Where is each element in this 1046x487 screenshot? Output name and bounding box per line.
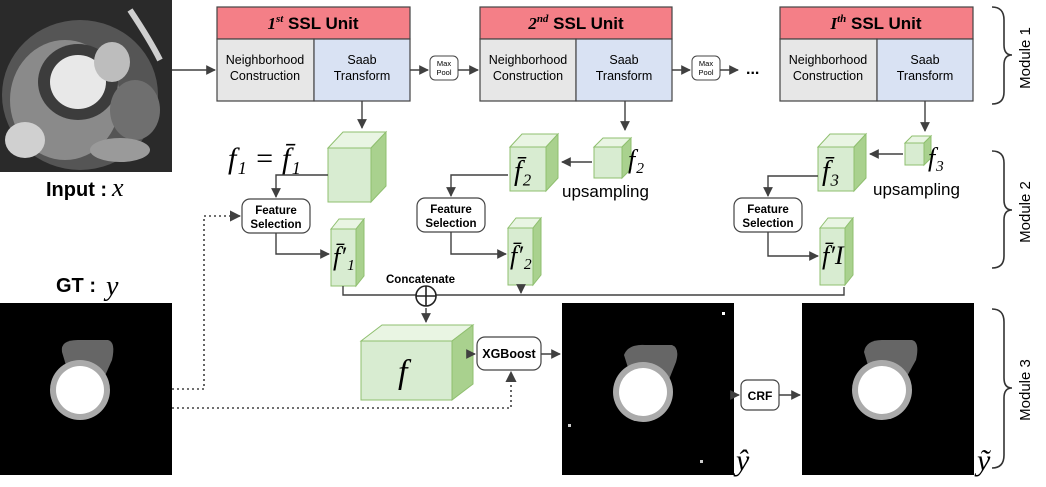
crf-box: CRF — [740, 379, 780, 411]
ssl-unit-2-neighborhood: Neighborhood — [489, 53, 568, 67]
concatenate-op — [415, 285, 437, 307]
label-f2bar: f̄₂ — [514, 156, 532, 187]
module-braces — [991, 6, 1013, 469]
label-f3bar: f̄₃ — [822, 156, 840, 187]
upsampling-label-3: upsampling — [873, 180, 960, 199]
label-f3: f₃ — [928, 143, 944, 172]
label-ytilde: ỹ — [974, 444, 991, 477]
cube-f2bar — [508, 132, 560, 193]
label-f2: f₂ — [628, 145, 644, 174]
module3-arrows — [466, 349, 801, 400]
ssl-unit-i-title: Ith SSL Unit — [829, 13, 921, 33]
prediction-image — [562, 303, 734, 475]
gt-var: y — [103, 271, 119, 302]
svg-text:Feature: Feature — [747, 204, 789, 216]
module1-arrows — [172, 65, 930, 132]
ssl-unit-i-neighborhood: Neighborhood — [789, 53, 868, 67]
ssl-unit-2: 2nd SSL Unit Neighborhood Construction S… — [479, 6, 673, 102]
ssl-unit-i: Ith SSL Unit Neighborhood Construction S… — [779, 6, 974, 102]
ellipsis: ... — [746, 61, 759, 78]
svg-text:Feature: Feature — [430, 204, 472, 216]
gt-label: GT : — [56, 275, 96, 297]
ssl-unit-2-saab: Saab — [609, 53, 638, 67]
cube-f3 — [903, 134, 933, 167]
svg-text:Feature: Feature — [255, 205, 297, 217]
module-2-label: Module 2 — [1017, 181, 1034, 243]
feature-selection-1: Feature Selection — [241, 198, 311, 234]
module-1-label: Module 1 — [1017, 27, 1034, 89]
input-var: x — [111, 173, 124, 202]
svg-text:CRF: CRF — [748, 389, 773, 403]
gt-dotted-arrows — [172, 210, 517, 409]
input-image — [0, 0, 172, 172]
svg-text:Selection: Selection — [742, 218, 793, 230]
svg-text:XGBoost: XGBoost — [482, 347, 536, 361]
svg-text:Pool: Pool — [698, 68, 713, 77]
input-label: Input : — [46, 179, 107, 201]
svg-text:Pool: Pool — [436, 68, 451, 77]
ground-truth-image — [0, 303, 172, 475]
svg-text:Transform: Transform — [596, 69, 653, 83]
maxpool-2: Max Pool — [691, 55, 721, 81]
ssl-unit-1-neighborhood: Neighborhood — [226, 53, 305, 67]
label-f1prime: f̄′₁ — [333, 242, 355, 271]
ssl-unit-i-saab: Saab — [910, 53, 939, 67]
cube-f1 — [326, 130, 388, 204]
label-f1-eq: f₁ = f̄₁ — [228, 142, 301, 175]
ssl-unit-2-title: 2nd SSL Unit — [527, 13, 624, 33]
svg-text:Selection: Selection — [250, 219, 301, 231]
ssl-unit-1: 1st SSL Unit Neighborhood Construction S… — [216, 6, 411, 102]
concatenate-label: Concatenate — [386, 274, 455, 286]
svg-text:Max: Max — [437, 59, 451, 68]
svg-text:Construction: Construction — [230, 69, 300, 83]
xgboost-box: XGBoost — [476, 336, 542, 371]
upsampling-label-2: upsampling — [562, 182, 649, 201]
ssl-unit-1-saab: Saab — [347, 53, 376, 67]
feature-selection-3: Feature Selection — [733, 197, 803, 233]
svg-text:Selection: Selection — [425, 218, 476, 230]
svg-text:Max: Max — [699, 59, 713, 68]
maxpool-1: Max Pool — [429, 55, 459, 81]
label-fIprime: f̄′I — [822, 241, 845, 270]
svg-text:Transform: Transform — [897, 69, 954, 83]
svg-text:Construction: Construction — [493, 69, 563, 83]
feature-selection-2: Feature Selection — [416, 197, 486, 233]
cube-f3bar — [816, 132, 868, 193]
cube-f2 — [592, 136, 633, 180]
module-3-label: Module 3 — [1017, 359, 1034, 421]
label-f2prime: f̄′₂ — [510, 241, 532, 270]
cube-f — [359, 323, 475, 402]
refined-output-image — [802, 303, 974, 475]
svg-text:Transform: Transform — [334, 69, 391, 83]
cube-fIprime — [818, 216, 855, 287]
ssl-unit-1-title: 1st SSL Unit — [267, 13, 358, 33]
label-yhat: ŷ — [733, 444, 750, 477]
svg-text:Construction: Construction — [793, 69, 863, 83]
module2-arrows — [271, 149, 903, 323]
